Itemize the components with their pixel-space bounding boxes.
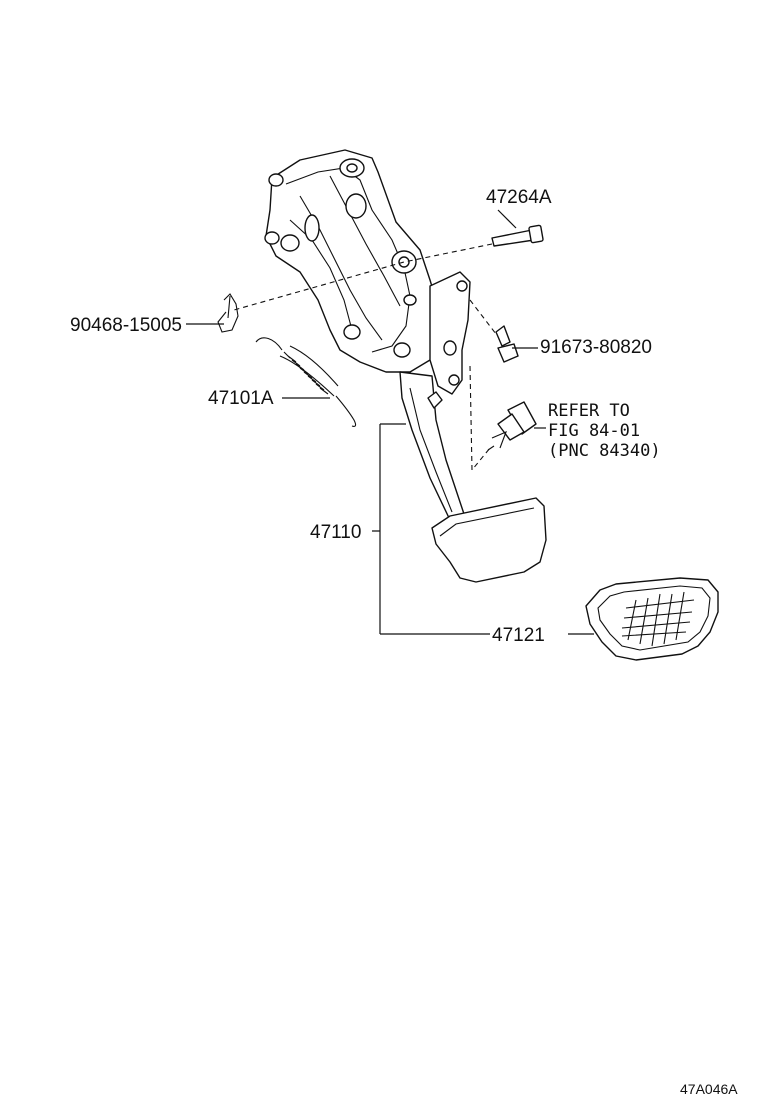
label-47101A: 47101A <box>208 388 274 409</box>
pedal-pad-part <box>585 577 719 661</box>
switch-dash-line <box>469 365 491 472</box>
bracket-screw <box>495 325 519 363</box>
pedal-arm <box>399 371 465 521</box>
label-47110: 47110 <box>310 522 361 543</box>
screw-dash-line <box>469 299 497 335</box>
bolt-dash-line <box>233 243 493 311</box>
label-90468-15005: 90468-15005 <box>70 315 182 336</box>
label-47121: 47121 <box>492 625 545 646</box>
pedal-pad-installed <box>431 497 547 583</box>
label-91673-80820: 91673-80820 <box>540 337 652 358</box>
stop-lamp-switch <box>487 401 537 451</box>
leader-arm <box>372 423 406 634</box>
retaining-clip <box>217 293 239 333</box>
figure-code: 47A046A <box>680 1081 738 1097</box>
pivot-bolt <box>491 224 544 247</box>
pedal-bracket <box>264 149 471 395</box>
ref-line-3: (PNC 84340) <box>548 441 661 461</box>
return-spring <box>255 337 357 427</box>
ref-line-2: FIG 84-01 <box>548 421 640 441</box>
leader-bolt <box>497 209 517 229</box>
label-47264A: 47264A <box>486 187 552 208</box>
ref-line-1: REFER TO <box>548 401 630 421</box>
